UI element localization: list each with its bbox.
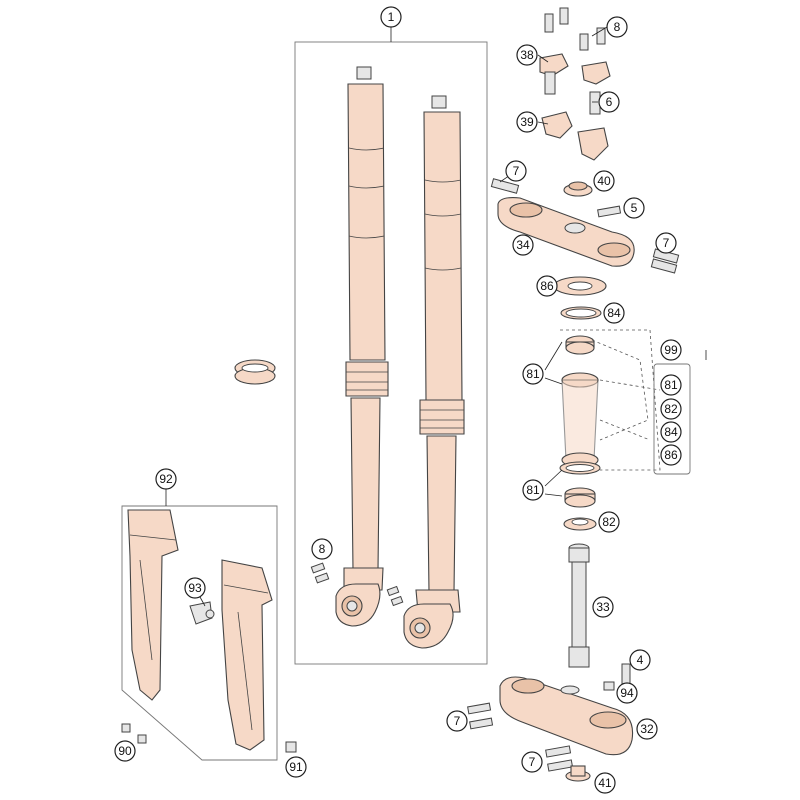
svg-text:1: 1 [388,10,395,24]
svg-text:5: 5 [631,201,638,215]
bearing-ring-upper [560,306,602,320]
handlebar-clamp-bolts [544,7,606,51]
bolts-right-upper [650,248,680,274]
svg-text:7: 7 [454,714,461,728]
svg-text:92: 92 [159,472,173,486]
steering-nut [563,181,593,197]
callout-94: 94 [616,682,638,704]
kit-item-86: 86 [660,444,682,466]
callout-6: 6 [598,91,620,113]
lower-bearing [564,487,596,508]
svg-text:38: 38 [520,48,534,62]
nut-bottom [565,765,591,782]
callout-7-lower-right: 7 [521,751,543,773]
dust-seal-upper [553,276,607,296]
svg-text:7: 7 [513,164,520,178]
callout-82: 82 [598,511,620,533]
svg-text:86: 86 [664,448,678,462]
callout-91: 91 [285,756,307,778]
svg-text:84: 84 [664,425,678,439]
svg-text:99: 99 [664,343,678,357]
right-fork-leg [403,95,465,649]
svg-text:32: 32 [640,722,654,736]
callout-7-upper-right: 7 [655,232,677,254]
guard-screws [121,723,297,753]
kit-item-84: 84 [660,421,682,443]
callout-5: 5 [623,197,645,219]
svg-text:81: 81 [526,483,540,497]
fork-guard-left [127,509,179,701]
bolt-small-94 [603,681,615,691]
callout-90: 90 [114,740,136,762]
callout-7-lower-left: 7 [446,710,468,732]
svg-text:93: 93 [188,581,202,595]
kit-item-81: 81 [660,374,682,396]
svg-text:8: 8 [614,20,621,34]
callout-93: 93 [184,577,206,599]
pinch-bolt [597,205,622,218]
kit-item-82: 82 [660,398,682,420]
callout-8-fork: 8 [311,538,333,560]
callout-81-upper: 81 [522,363,544,385]
callout-8-top: 8 [606,16,628,38]
callout-33: 33 [592,596,614,618]
callout-34: 34 [512,234,534,256]
steering-stem [568,543,590,668]
svg-text:82: 82 [602,515,616,529]
svg-text:40: 40 [597,174,611,188]
callout-81-lower: 81 [522,479,544,501]
svg-text:7: 7 [529,755,536,769]
callout-38: 38 [516,44,538,66]
svg-text:4: 4 [637,653,644,667]
steering-head-tube [561,372,599,468]
callout-92: 92 [155,468,177,490]
guard-bracket [189,601,215,625]
svg-text:8: 8 [319,542,326,556]
svg-text:82: 82 [664,402,678,416]
svg-text:39: 39 [520,115,534,129]
callout-32: 32 [636,718,658,740]
left-fork-leg [335,66,389,627]
callout-4: 4 [629,649,651,671]
svg-text:6: 6 [606,95,613,109]
svg-text:33: 33 [596,600,610,614]
callout-84: 84 [603,302,625,324]
svg-text:81: 81 [526,367,540,381]
upper-triple-clamp [497,197,635,267]
loose-ring [234,359,276,385]
lower-triple-clamp [499,676,634,756]
callout-86: 86 [536,275,558,297]
svg-text:91: 91 [289,760,303,774]
lower-seal [563,517,597,531]
bolt-left-top [490,178,520,194]
svg-text:34: 34 [516,238,530,252]
callout-39: 39 [516,111,538,133]
kit-box [653,363,691,475]
svg-text:7: 7 [663,236,670,250]
svg-text:90: 90 [118,744,132,758]
frame-head-outline [560,329,661,471]
callout-41: 41 [594,772,616,794]
axle-clamp-bolts [310,562,404,607]
spacer-bolts [544,71,601,115]
bolts-lower-left [467,702,574,772]
svg-text:41: 41 [598,776,612,790]
callout-1: 1 [380,6,402,28]
svg-text:81: 81 [664,378,678,392]
fork-guard-group-box [121,505,278,761]
svg-text:84: 84 [607,306,621,320]
fork-guard-right [221,559,273,751]
handlebar-clamp-lower [541,111,609,161]
handlebar-clamp-upper [539,53,611,85]
lower-bearing-cup [559,461,601,475]
callout-40: 40 [593,170,615,192]
callout-99: 99 [660,339,682,361]
callout-7-upper-left: 7 [505,160,527,182]
upper-bearing [565,335,595,355]
svg-text:94: 94 [620,686,634,700]
svg-text:86: 86 [540,279,554,293]
